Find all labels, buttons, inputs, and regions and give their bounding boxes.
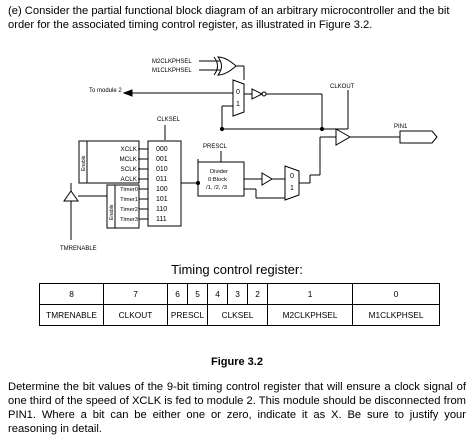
timer-source: Timer1 bbox=[120, 197, 138, 203]
clock-source: SCLK bbox=[121, 166, 138, 173]
bit-number: 2 bbox=[247, 283, 268, 305]
tmrenable-buffer bbox=[63, 190, 79, 202]
field-name: PRESCL bbox=[167, 304, 208, 326]
pin1-pad bbox=[399, 130, 438, 144]
clock-source: XCLK bbox=[121, 146, 138, 153]
timer-source: Timer3 bbox=[120, 217, 138, 223]
pin1-label: PIN1 bbox=[394, 124, 408, 130]
clksel-codes: 000 001 010 011 100 101 110 111 bbox=[156, 146, 168, 223]
bit-number: 8 bbox=[39, 283, 104, 305]
timer-sources: Timer0 Timer1 Timer2 Timer3 bbox=[120, 187, 138, 223]
mux-bottom-input-1: 1 bbox=[290, 185, 294, 192]
register-bit-row: 8 7 6 5 4 3 2 1 0 bbox=[39, 283, 440, 305]
clock-sources: XCLK MCLK SCLK ACLK bbox=[120, 146, 138, 183]
prescl-label: PRESCL bbox=[203, 144, 228, 150]
instructions-text: Determine the bit values of the 9-bit ti… bbox=[8, 381, 466, 435]
divider-line: /1, /2, /3 bbox=[206, 185, 227, 191]
clksel-mux bbox=[147, 140, 182, 227]
clksel-code: 111 bbox=[156, 216, 167, 223]
m1clkphsel-label: M1CLKPHSEL bbox=[152, 68, 192, 74]
pin1-buffer bbox=[335, 128, 352, 146]
timing-control-register: 8 7 6 5 4 3 2 1 0 TMRENABLE CLKOUT PRESC… bbox=[39, 283, 440, 326]
mux-top-input-0: 0 bbox=[236, 89, 240, 96]
question-text: (e) Consider the partial functional bloc… bbox=[8, 5, 450, 31]
tmrenable-label: TMRENABLE bbox=[60, 246, 97, 252]
clksel-label: CLKSEL bbox=[157, 117, 181, 123]
field-name: CLKSEL bbox=[207, 304, 268, 326]
field-name: M1CLKPHSEL bbox=[352, 304, 440, 326]
clock-source: MCLK bbox=[120, 156, 138, 163]
figure-caption: Figure 3.2 bbox=[211, 356, 263, 368]
clksel-code: 101 bbox=[156, 196, 168, 203]
clock-source: ACLK bbox=[121, 176, 138, 183]
m2clkphsel-label: M2CLKPHSEL bbox=[152, 59, 192, 65]
bit-number: 6 bbox=[167, 283, 188, 305]
timer-source: Timer0 bbox=[120, 187, 138, 193]
clksel-code: 001 bbox=[156, 156, 168, 163]
to-module-2-label: To module 2 bbox=[89, 88, 122, 94]
block-diagram: M2CLKPHSEL M1CLKPHSEL 0 1 To module 2 CL… bbox=[60, 56, 438, 252]
field-name: CLKOUT bbox=[103, 304, 168, 326]
clkout-label: CLKOUT bbox=[330, 84, 355, 90]
bit-number: 5 bbox=[187, 283, 208, 305]
bit-number: 0 bbox=[352, 283, 440, 305]
bit-number: 4 bbox=[207, 283, 228, 305]
divider-line: Divider bbox=[210, 169, 228, 175]
divider-text: Divider 0:Block /1, /2, /3 bbox=[206, 169, 228, 191]
xor-gate bbox=[213, 56, 218, 76]
divider-line: 0:Block bbox=[208, 177, 227, 183]
field-name: M2CLKPHSEL bbox=[267, 304, 353, 326]
clksel-code: 110 bbox=[156, 206, 167, 213]
clksel-code: 010 bbox=[156, 166, 168, 173]
register-title: Timing control register: bbox=[171, 262, 303, 277]
bit-number: 7 bbox=[103, 283, 168, 305]
field-name: TMRENABLE bbox=[39, 304, 104, 326]
mux-bottom-input-0: 0 bbox=[290, 173, 294, 180]
register-field-row: TMRENABLE CLKOUT PRESCL CLKSEL M2CLKPHSE… bbox=[39, 304, 440, 326]
clksel-code: 100 bbox=[156, 186, 168, 193]
bit-number: 1 bbox=[267, 283, 353, 305]
mux-bottom bbox=[284, 165, 300, 201]
clksel-code: 011 bbox=[156, 176, 167, 183]
enable-top-label: Enable bbox=[81, 155, 87, 171]
timer-source: Timer2 bbox=[120, 207, 138, 213]
clksel-code: 000 bbox=[156, 146, 168, 153]
mux-top bbox=[232, 79, 245, 117]
enable-bottom-label: Enable bbox=[109, 204, 115, 220]
mux-top-input-1: 1 bbox=[236, 101, 240, 108]
bit-number: 3 bbox=[227, 283, 248, 305]
